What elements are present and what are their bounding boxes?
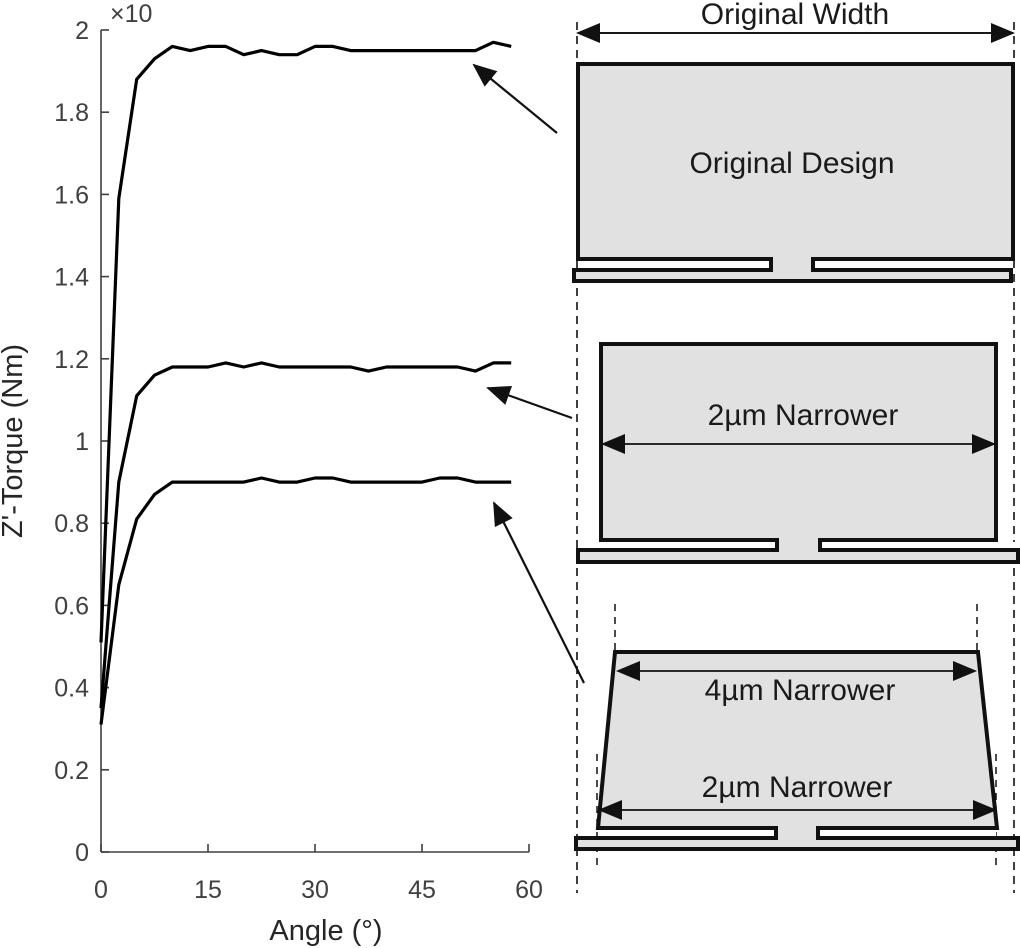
series-line-0 [99, 40, 512, 643]
original-width-label: Original Width [701, 0, 889, 31]
y-tick-label: 0.4 [54, 675, 89, 703]
arrow-trapezoid [493, 501, 585, 684]
narrow4-label: 4µm Narrower [705, 674, 896, 707]
series-line-2 [99, 476, 512, 725]
y-tick-label: 1.4 [54, 264, 89, 292]
original-design-label: Original Design [689, 147, 894, 180]
y-tick-label: 0 [75, 839, 89, 867]
pointer-arrows [472, 63, 585, 684]
diagram-original: Original Width Original Design [572, 0, 1015, 283]
x-tick-label: 60 [515, 876, 543, 904]
y-tick-label: 1.2 [54, 346, 89, 374]
diagram-narrow2: 2µm Narrower [576, 342, 1020, 564]
y-tick-label: 0.2 [54, 757, 89, 785]
narrow2-bottom-label: 2µm Narrower [702, 771, 893, 804]
x-tick-label: 30 [301, 876, 329, 904]
y-tick-label: 1.8 [54, 99, 89, 127]
y-tick-label: 0.6 [54, 592, 89, 620]
y-tick-label: 1 [75, 428, 89, 456]
x-axis-label: Angle (°) [269, 915, 382, 947]
arrow-narrow2 [486, 385, 573, 420]
y-axis-label: Z'-Torque (Nm) [0, 344, 29, 538]
y-tick-label: 1.6 [54, 181, 89, 209]
y-tick-label: 0.8 [54, 510, 89, 538]
series-line-1 [99, 361, 512, 709]
diagram-trapezoid: 4µm Narrower 2µm Narrower [574, 604, 1020, 866]
y-multiplier: ×10 [110, 0, 152, 28]
series-lines [99, 40, 512, 725]
y-tick-label: 2 [75, 17, 89, 45]
arrow-original [472, 63, 558, 134]
plot-axes: 0 0.2 0.4 0.6 0.8 1 1.2 1.4 1.6 1.8 2 0 15 30 45 60 [54, 17, 543, 904]
x-tick-label: 15 [194, 876, 222, 904]
x-ticks: 0 15 30 45 60 [94, 844, 543, 904]
x-tick-label: 0 [94, 876, 108, 904]
y-ticks: 0 0.2 0.4 0.6 0.8 1 1.2 1.4 1.6 1.8 2 [54, 17, 109, 867]
x-tick-label: 45 [408, 876, 436, 904]
narrow2-label: 2µm Narrower [708, 399, 899, 432]
